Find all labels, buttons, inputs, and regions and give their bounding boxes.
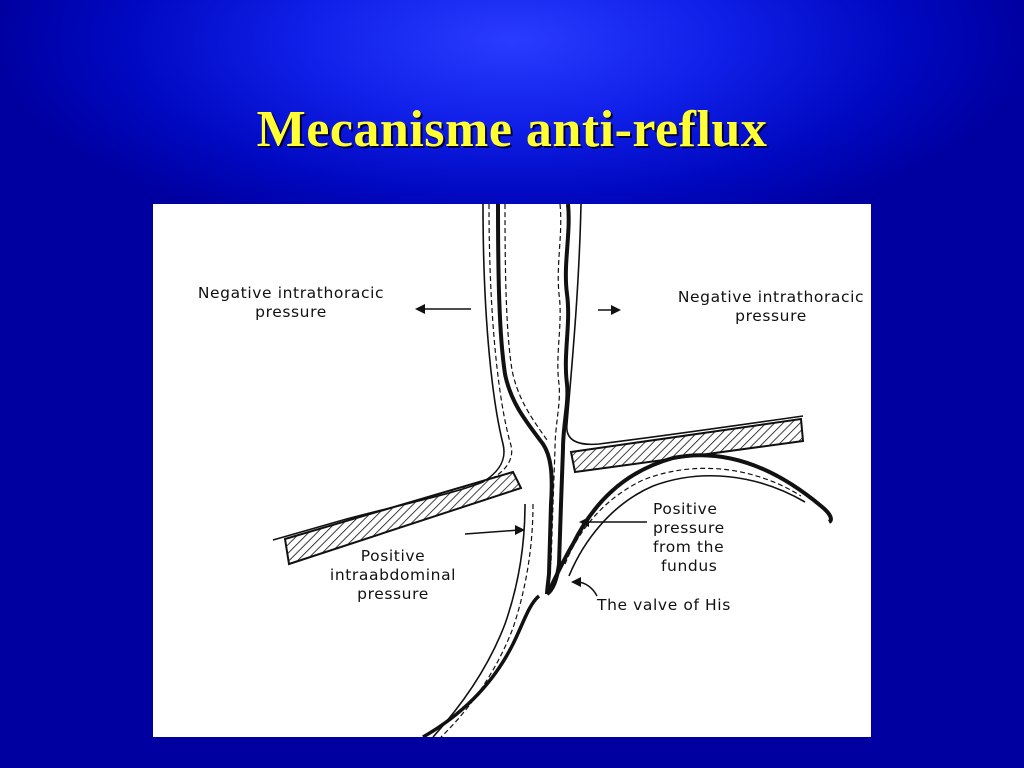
label-fundus-line4: fundus <box>661 557 718 575</box>
label-positive-abdominal: Positive intraabdominal pressure <box>313 547 473 604</box>
label-left-negative: Negative intrathoracic pressure <box>171 284 411 322</box>
label-fundus-line1: Positive <box>653 500 718 518</box>
esophagus-right-mucosa <box>550 204 562 565</box>
fundus-outer-wall <box>545 453 833 596</box>
label-positive-abd-line2: intraabdominal <box>329 566 457 584</box>
label-left-negative-line1: Negative intrathoracic <box>197 284 385 302</box>
fundus-inner-wall <box>568 474 806 577</box>
label-fundus-pressure: Positive pressure from the fundus <box>653 500 773 576</box>
esophagus-left-wall <box>496 204 554 595</box>
label-right-negative-line2: pressure <box>735 307 807 325</box>
arrow-positive-abdominal <box>464 525 525 535</box>
arrow-valve-of-his <box>571 577 598 597</box>
label-valve-of-his: The valve of His <box>597 596 731 614</box>
stomach-mucosa-line <box>440 503 534 737</box>
label-fundus-line2: pressure <box>653 519 725 537</box>
left-pleura-line <box>272 204 505 541</box>
arrow-fundus-pressure <box>579 517 647 527</box>
label-right-negative: Negative intrathoracic pressure <box>651 288 871 326</box>
label-positive-abd-line1: Positive <box>360 547 426 565</box>
diagram-panel: Negative intrathoracic pressure Negative… <box>153 204 871 737</box>
right-pleura-line <box>566 204 804 446</box>
esophagus-left-mucosa <box>504 204 548 441</box>
label-right-negative-line1: Negative intrathoracic <box>677 288 865 306</box>
left-pleura-dashed <box>488 204 513 479</box>
label-left-negative-line2: pressure <box>255 303 327 321</box>
slide-title: Mecanisme anti-reflux <box>256 101 768 158</box>
arrow-left-negative <box>415 304 471 314</box>
stomach-lesser-curve <box>422 594 541 737</box>
fundus-mucosa <box>564 467 802 565</box>
diaphragm-right <box>569 417 805 474</box>
stomach-outer-line <box>432 503 526 737</box>
esophagus-diagram <box>272 204 833 737</box>
label-fundus-line3: from the <box>653 538 725 556</box>
diaphragm-left <box>283 470 523 566</box>
arrow-right-negative <box>598 305 621 315</box>
label-positive-abd-line3: pressure <box>357 585 429 603</box>
